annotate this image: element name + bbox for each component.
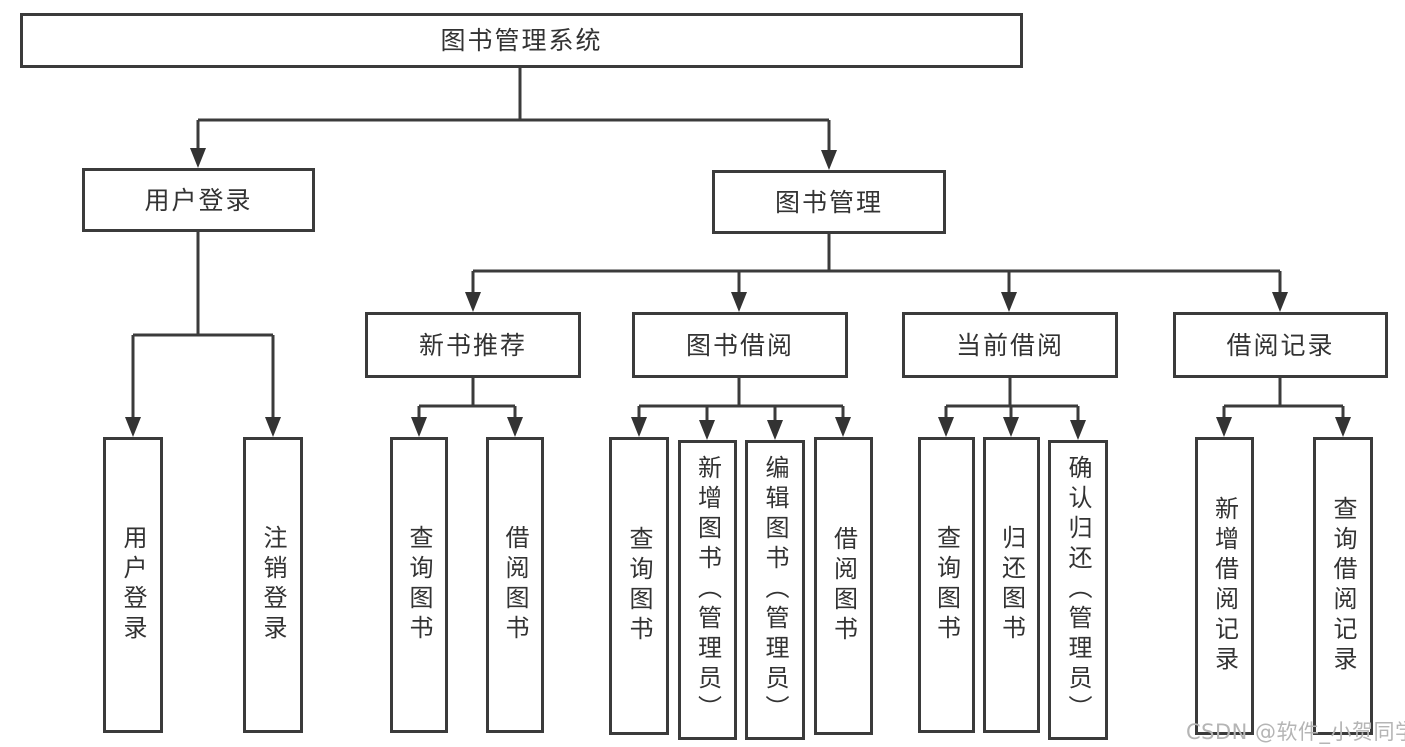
node-label: 图书借阅 bbox=[685, 330, 794, 360]
arrowhead-icon bbox=[938, 417, 954, 437]
connector-path bbox=[637, 378, 845, 426]
arrowhead-icon bbox=[699, 420, 715, 440]
node-leaf-user-login: 用户登录 bbox=[103, 437, 163, 733]
node-book-borrowing: 图书借阅 bbox=[632, 312, 848, 378]
node-label: 确认归还（管理员） bbox=[1064, 455, 1092, 725]
node-label: 用户登录 bbox=[119, 525, 147, 645]
arrowhead-icon bbox=[1216, 417, 1232, 437]
node-leaf-query-book-3: 查询图书 bbox=[918, 437, 975, 733]
arrowhead-icon bbox=[1003, 417, 1019, 437]
node-current-borrowing: 当前借阅 bbox=[902, 312, 1118, 378]
arrowhead-icon bbox=[835, 417, 851, 437]
node-label: 新书推荐 bbox=[418, 330, 527, 360]
arrowhead-icon bbox=[731, 292, 747, 312]
node-borrowing-records: 借阅记录 bbox=[1173, 312, 1388, 378]
arrowhead-icon bbox=[265, 417, 281, 437]
connector-path bbox=[417, 378, 517, 423]
arrowhead-icon bbox=[465, 292, 481, 312]
connector-records-to-children bbox=[1216, 378, 1351, 437]
node-label: 查询图书 bbox=[932, 525, 961, 645]
node-user-login: 用户登录 bbox=[82, 168, 315, 232]
node-label: 当前借阅 bbox=[955, 330, 1064, 360]
arrowhead-icon bbox=[1272, 292, 1288, 312]
connector-new-book-to-children bbox=[411, 378, 523, 437]
arrowhead-icon bbox=[821, 150, 837, 170]
node-label: 图书管理 bbox=[774, 187, 883, 217]
connector-path bbox=[1222, 378, 1345, 423]
arrowhead-icon bbox=[767, 420, 783, 440]
node-leaf-add-book-admin: 新增图书（管理员） bbox=[678, 440, 737, 740]
watermark: CSDN @软件_小贺同学 bbox=[1186, 720, 1405, 744]
arrowhead-icon bbox=[411, 417, 427, 437]
node-leaf-logout: 注销登录 bbox=[243, 437, 303, 733]
node-label: 借阅图书 bbox=[501, 525, 529, 645]
node-label: 编辑图书（管理员） bbox=[761, 455, 789, 725]
arrowhead-icon bbox=[1335, 417, 1351, 437]
node-leaf-query-borrow-record: 查询借阅记录 bbox=[1313, 437, 1373, 735]
arrowhead-icon bbox=[507, 417, 523, 437]
node-label: 新增借阅记录 bbox=[1210, 496, 1239, 676]
connector-root-to-level1 bbox=[190, 68, 837, 170]
arrowhead-icon bbox=[631, 417, 647, 437]
node-label: 借阅记录 bbox=[1226, 330, 1335, 360]
node-book-management: 图书管理 bbox=[712, 170, 946, 234]
node-leaf-borrow-book-2: 借阅图书 bbox=[814, 437, 873, 735]
connector-path bbox=[131, 232, 275, 423]
arrowhead-icon bbox=[1070, 420, 1086, 440]
node-leaf-query-book-2: 查询图书 bbox=[609, 437, 669, 735]
connector-current-to-children bbox=[938, 378, 1086, 440]
node-leaf-edit-book-admin: 编辑图书（管理员） bbox=[745, 440, 805, 740]
node-label: 借阅图书 bbox=[829, 526, 858, 646]
arrowhead-icon bbox=[190, 148, 206, 168]
node-label: 图书管理系统 bbox=[440, 26, 603, 55]
node-leaf-query-book-1: 查询图书 bbox=[390, 437, 448, 733]
connector-borrowing-to-children bbox=[631, 378, 851, 440]
node-leaf-return-book: 归还图书 bbox=[983, 437, 1040, 733]
node-label: 查询图书 bbox=[405, 525, 433, 645]
connector-path bbox=[944, 378, 1080, 426]
node-root: 图书管理系统 bbox=[20, 13, 1023, 68]
connector-path bbox=[196, 68, 831, 156]
node-label: 新增图书（管理员） bbox=[693, 455, 722, 725]
node-label: 归还图书 bbox=[997, 525, 1026, 645]
connector-path bbox=[471, 234, 1282, 298]
node-label: 用户登录 bbox=[144, 185, 253, 215]
node-label: 查询借阅记录 bbox=[1329, 496, 1357, 676]
connector-book-mgmt-to-children bbox=[465, 234, 1288, 312]
arrowhead-icon bbox=[1001, 292, 1017, 312]
connector-user-login-to-children bbox=[125, 232, 281, 437]
node-leaf-add-borrow-record: 新增借阅记录 bbox=[1195, 437, 1254, 735]
node-label: 注销登录 bbox=[259, 525, 287, 645]
node-new-book-recommend: 新书推荐 bbox=[365, 312, 581, 378]
node-leaf-confirm-return: 确认归还（管理员） bbox=[1048, 440, 1108, 740]
arrowhead-icon bbox=[125, 417, 141, 437]
node-leaf-borrow-book-1: 借阅图书 bbox=[486, 437, 544, 733]
node-label: 查询图书 bbox=[625, 526, 653, 646]
